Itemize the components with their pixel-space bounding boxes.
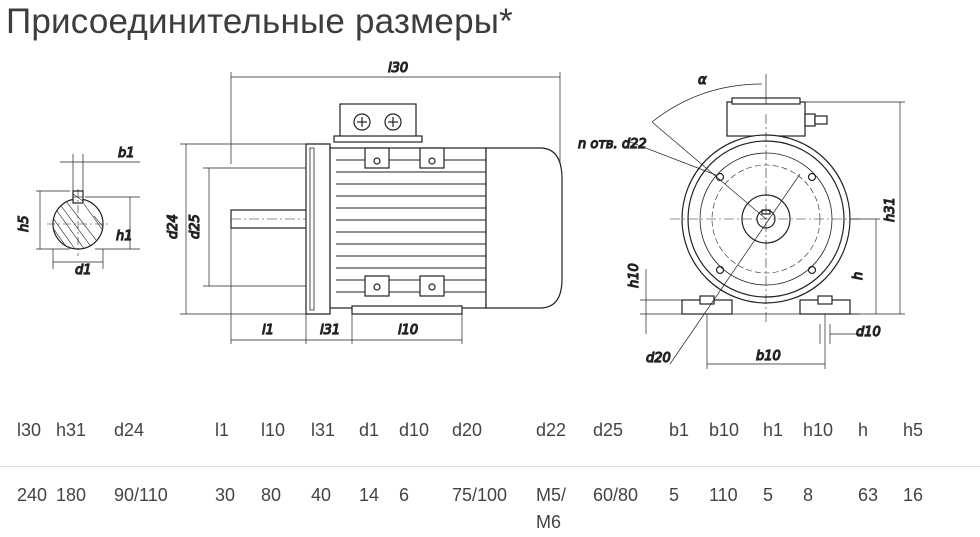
table-cell: 5 <box>763 485 774 505</box>
label-h1: h1 <box>116 229 133 244</box>
table-row: 240 180 90/110 30 80 40 14 6 75/100 M5/ … <box>0 467 980 537</box>
col-header: h <box>858 408 903 467</box>
label-n-holes: n отв. d22 <box>578 137 647 152</box>
motor-side-view <box>180 72 563 344</box>
col-header: l31 <box>311 408 359 467</box>
col-header: l10 <box>261 408 311 467</box>
col-header: b10 <box>709 408 763 467</box>
table-cell: 6 <box>399 485 410 505</box>
table-cell: 90/110 <box>114 485 168 505</box>
label-alpha: α <box>698 73 707 88</box>
col-header: l1 <box>215 408 261 467</box>
label-l10: l10 <box>398 323 418 338</box>
col-header: d24 <box>114 408 215 467</box>
table-cell: 180 <box>56 485 87 505</box>
col-header: h1 <box>763 408 803 467</box>
motor-front-view <box>624 74 905 369</box>
label-b10: b10 <box>756 349 781 364</box>
label-h5: h5 <box>17 215 32 232</box>
table-cell: 16 <box>903 485 924 505</box>
col-header: d10 <box>399 408 452 467</box>
label-d10: d10 <box>856 325 881 340</box>
table-cell: 75/100 <box>452 485 508 505</box>
label-h31: h31 <box>883 197 898 222</box>
label-d25: d25 <box>188 214 203 239</box>
label-b1: b1 <box>118 146 135 161</box>
dimension-drawing: b1 h5 h1 d1 <box>0 44 980 389</box>
col-header: d25 <box>593 408 669 467</box>
table-cell: 40 <box>311 485 332 505</box>
table-cell: 63 <box>858 485 879 505</box>
table-header-row: l30 h31 d24 l1 l10 l31 d1 d10 d20 d22 d2… <box>0 408 980 467</box>
shaft-section-view <box>36 154 140 269</box>
table-cell: 5 <box>669 485 680 505</box>
col-header: d22 <box>536 408 593 467</box>
table-cell: 110 <box>709 485 738 505</box>
label-d20: d20 <box>646 351 671 366</box>
col-header: d1 <box>359 408 399 467</box>
label-d24: d24 <box>166 214 181 239</box>
label-l31: l31 <box>320 323 340 338</box>
label-l1: l1 <box>262 323 274 338</box>
table-cell: 14 <box>359 485 380 505</box>
label-h: h <box>851 272 866 280</box>
table-cell: 60/80 <box>593 485 639 505</box>
table-cell: 80 <box>261 485 282 505</box>
table-cell: 8 <box>803 485 814 505</box>
label-h10: h10 <box>627 263 642 288</box>
label-d1: d1 <box>75 263 92 278</box>
page-title: Присоединительные размеры* <box>6 2 513 41</box>
col-header: d20 <box>452 408 536 467</box>
table-cell: M5/ M6 <box>536 485 567 532</box>
col-header: l30 <box>0 408 56 467</box>
col-header: h10 <box>803 408 858 467</box>
col-header: h31 <box>56 408 114 467</box>
label-l30: l30 <box>388 61 408 76</box>
col-header: b1 <box>669 408 709 467</box>
dimensions-table: l30 h31 d24 l1 l10 l31 d1 d10 d20 d22 d2… <box>0 408 980 536</box>
table-cell: 240 <box>17 485 48 505</box>
col-header: h5 <box>903 408 980 467</box>
table-cell: 30 <box>215 485 236 505</box>
